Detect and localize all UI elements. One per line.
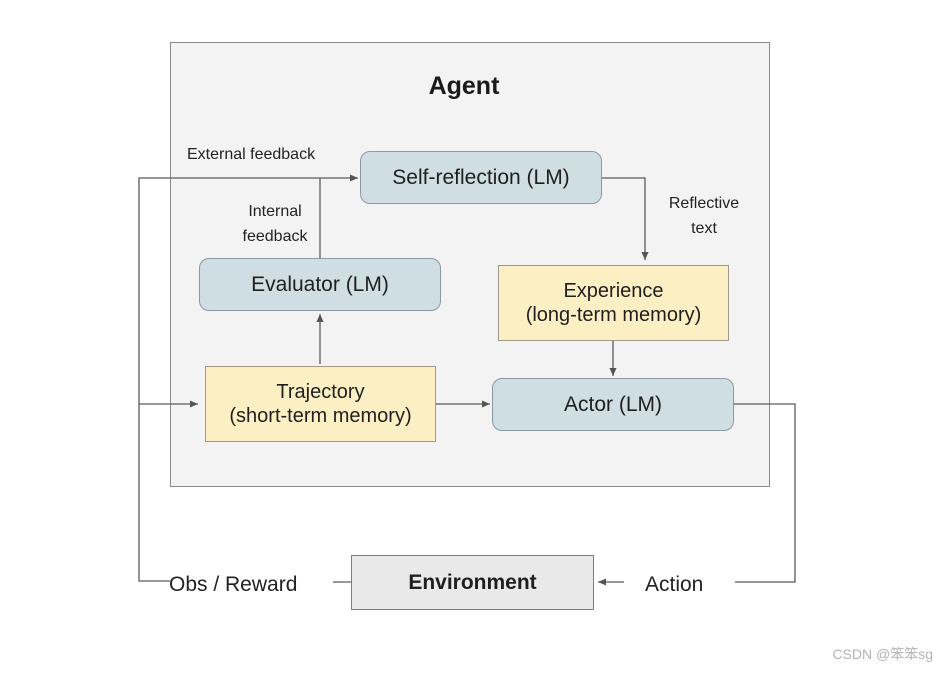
watermark: CSDN @笨笨sg (832, 646, 933, 662)
experience-title: Experience (563, 280, 664, 302)
actor-to-action-line (734, 403, 796, 583)
actor-node: Actor (LM) (492, 378, 734, 431)
evaluator-label: Evaluator (LM) (251, 272, 389, 296)
trajectory-title: Trajectory (276, 381, 365, 403)
experience-node: Experience (long-term memory) (498, 265, 729, 341)
evaluator-node: Evaluator (LM) (199, 258, 441, 311)
action-label: Action (645, 573, 704, 596)
trajectory-subtitle: (short-term memory) (229, 405, 412, 427)
reflective-text-line1: Reflective (668, 195, 740, 212)
environment-label: Environment (408, 570, 537, 594)
trajectory-node: Trajectory (short-term memory) (205, 366, 436, 442)
obs-reward-label: Obs / Reward (169, 573, 298, 596)
self-reflection-node: Self-reflection (LM) (360, 151, 602, 204)
self-reflection-label: Self-reflection (LM) (392, 165, 570, 189)
internal-feedback-label: Internal feedback (232, 200, 318, 250)
internal-feedback-line2: feedback (242, 227, 308, 245)
reflective-text-line2: text (691, 219, 717, 237)
reflective-text-label: Reflective text (658, 192, 750, 242)
internal-feedback-line1: Internal (248, 203, 302, 220)
external-feedback-label: External feedback (187, 146, 316, 163)
actor-label: Actor (LM) (563, 392, 662, 416)
obs-loop-line (138, 174, 358, 582)
reflection-to-experience-line (602, 177, 649, 260)
agent-title: Agent (428, 72, 500, 100)
experience-subtitle: (long-term memory) (525, 304, 702, 326)
environment-node: Environment (351, 555, 594, 610)
